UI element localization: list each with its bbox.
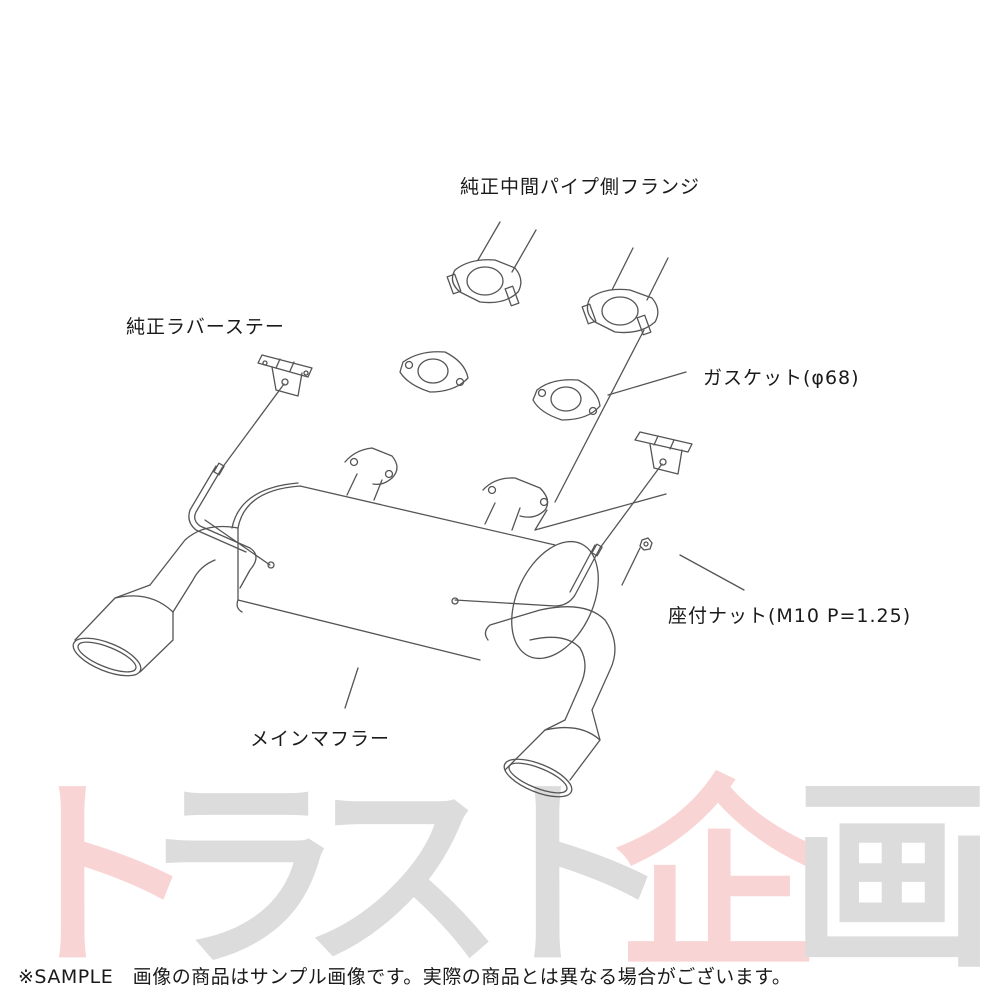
label-rubber-stay: 純正ラバーステー [126, 316, 285, 338]
flange-left-icon [446, 259, 522, 307]
muffler-inlet-left [344, 447, 398, 501]
label-main-muffler: メインマフラー [250, 728, 391, 750]
gasket-left-icon [399, 351, 469, 393]
hanger-rod-right [451, 543, 603, 641]
label-seat-nut: 座付ナット(M10 P=1.25) [668, 605, 912, 627]
watermark-char-1: ト [0, 757, 200, 997]
hanger-rod-left [188, 462, 275, 589]
watermark-char-4: ト [470, 757, 675, 997]
intermediate-pipe-right [611, 247, 669, 301]
label-gasket: ガスケット(φ68) [703, 367, 860, 389]
muffler-inlet-right [482, 477, 549, 531]
rubber-stay-left-icon [257, 354, 313, 397]
flange-right-icon [581, 288, 659, 336]
main-muffler-body [231, 482, 599, 661]
label-intermediate-pipe-flange: 純正中間パイプ側フランジ [460, 176, 701, 198]
seat-nut-icon [639, 537, 653, 551]
intermediate-pipe-left [477, 221, 537, 273]
watermark-char-5: 企 [615, 757, 820, 997]
watermark-char-3: ス [300, 757, 505, 997]
watermark-char-2: ラ [140, 757, 345, 997]
sample-notice: ※SAMPLE 画像の商品はサンプル画像です。実際の商品とは異なる場合がございま… [18, 966, 792, 988]
rubber-stay-right-icon [634, 431, 693, 475]
gasket-right-icon [532, 379, 601, 421]
tailpipe-left [72, 525, 239, 677]
tailpipe-right [503, 606, 616, 798]
assembly-lines [221, 329, 745, 709]
watermark-char-6: 画 [790, 757, 995, 997]
